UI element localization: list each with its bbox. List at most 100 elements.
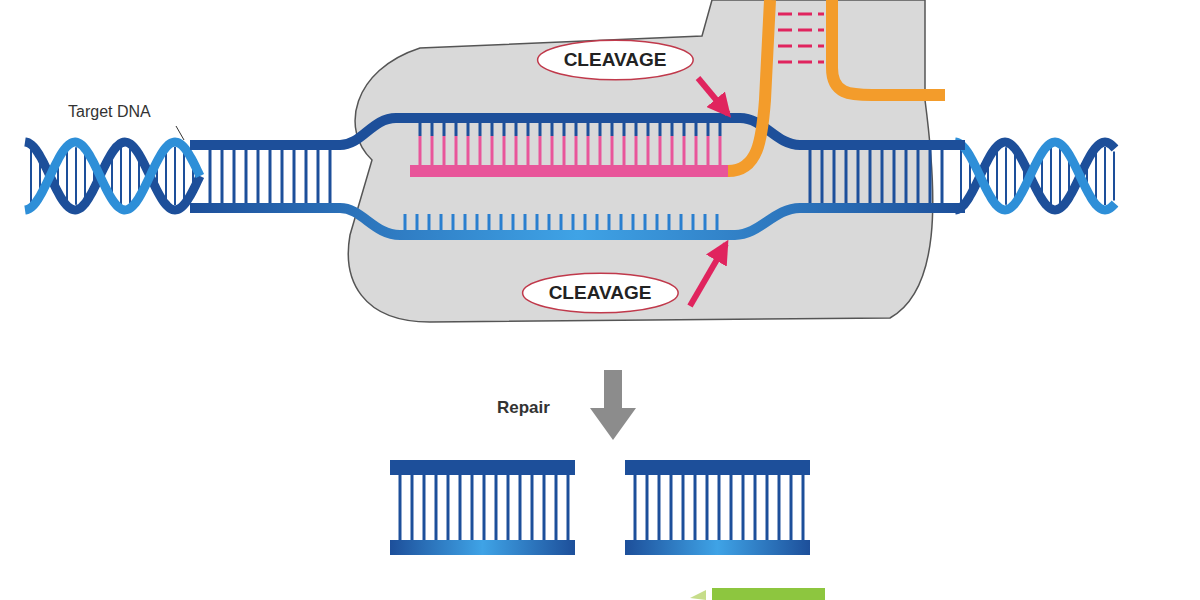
scaffold-pair bbox=[778, 13, 824, 16]
base-pair bbox=[174, 147, 176, 205]
base-pair bbox=[515, 136, 518, 166]
scaffold-pair bbox=[778, 29, 824, 32]
base-pair bbox=[742, 474, 745, 541]
base-pair bbox=[527, 136, 530, 166]
base-pair bbox=[869, 148, 872, 205]
cleavage-arrow bbox=[698, 78, 728, 114]
base-pair bbox=[802, 474, 805, 541]
base-pair bbox=[129, 149, 131, 204]
green-box bbox=[712, 588, 825, 600]
base-pair bbox=[833, 148, 836, 205]
scaffold-pairs bbox=[778, 14, 824, 62]
base-pair bbox=[245, 148, 248, 205]
base-pair bbox=[790, 474, 793, 541]
guide-rna-scaffold bbox=[832, 0, 945, 95]
base-pair bbox=[881, 148, 884, 205]
base-pair bbox=[1059, 149, 1061, 204]
base-pair bbox=[459, 474, 462, 541]
base-pair bbox=[646, 474, 649, 541]
base-pair bbox=[670, 474, 673, 541]
dna-fragment-strand bbox=[625, 460, 810, 475]
base-pair bbox=[75, 147, 77, 205]
base-pair bbox=[555, 474, 558, 541]
scaffold-pair bbox=[778, 61, 824, 64]
ellipse bbox=[522, 273, 678, 312]
green-arrow bbox=[690, 590, 706, 600]
node-text: CLEAVAGE bbox=[564, 49, 667, 71]
base-pair bbox=[599, 136, 602, 166]
base-pair bbox=[634, 474, 637, 541]
base-pair bbox=[707, 136, 710, 166]
guide-rna bbox=[410, 165, 730, 177]
base-pair bbox=[694, 474, 697, 541]
base-pair bbox=[543, 474, 546, 541]
base-pair bbox=[778, 474, 781, 541]
base-pair bbox=[1113, 152, 1115, 201]
base-pair bbox=[766, 474, 769, 541]
base-pair bbox=[659, 136, 662, 166]
helix-strand bbox=[955, 142, 1115, 210]
base-pair bbox=[647, 136, 650, 166]
helix-strand bbox=[955, 142, 1115, 210]
base-pair bbox=[305, 148, 308, 205]
base-pairs bbox=[210, 120, 942, 233]
base-pair bbox=[455, 136, 458, 166]
base-pair bbox=[1104, 147, 1106, 205]
base-pair bbox=[30, 149, 32, 203]
base-pair bbox=[165, 152, 167, 201]
base-pair bbox=[281, 148, 284, 205]
base-pair bbox=[941, 148, 944, 205]
base-pair bbox=[809, 148, 812, 205]
base-pair bbox=[329, 148, 332, 205]
base-pair bbox=[491, 136, 494, 166]
dna-fragments bbox=[390, 460, 810, 555]
cleavage-label: CLEAVAGE bbox=[536, 39, 695, 81]
cas9-protein bbox=[348, 0, 933, 322]
base-pair bbox=[905, 148, 908, 205]
base-pair bbox=[423, 474, 426, 541]
base-pair bbox=[635, 136, 638, 166]
base-pair bbox=[503, 136, 506, 166]
base-pair bbox=[66, 151, 68, 202]
base-pair bbox=[479, 136, 482, 166]
base-pair bbox=[1005, 147, 1007, 205]
dna-bottom-strand bbox=[190, 208, 965, 235]
base-pair bbox=[917, 148, 920, 205]
scaffold-pair bbox=[778, 45, 824, 48]
guide-rna-scaffold bbox=[728, 0, 770, 171]
base-pair bbox=[671, 136, 674, 166]
base-pair bbox=[587, 136, 590, 166]
base-pair bbox=[183, 152, 185, 201]
base-pair bbox=[960, 149, 962, 203]
base-pair bbox=[821, 148, 824, 205]
base-pair bbox=[1050, 148, 1052, 204]
base-pair bbox=[706, 474, 709, 541]
base-pair bbox=[845, 148, 848, 205]
dna-helix-right bbox=[955, 142, 1115, 210]
base-pair bbox=[929, 148, 932, 205]
base-pair bbox=[419, 136, 422, 166]
dna-helix-left bbox=[25, 142, 200, 210]
base-pair bbox=[399, 474, 402, 541]
base-pair bbox=[443, 136, 446, 166]
base-pair bbox=[84, 153, 86, 200]
base-pair bbox=[233, 148, 236, 205]
base-pair bbox=[695, 136, 698, 166]
base-pair bbox=[467, 136, 470, 166]
base-pair bbox=[551, 136, 554, 166]
ellipse bbox=[537, 40, 693, 79]
base-pair bbox=[293, 148, 296, 205]
base-pair bbox=[447, 474, 450, 541]
base-pair bbox=[682, 474, 685, 541]
base-pair bbox=[658, 474, 661, 541]
cleavage-arrow bbox=[690, 244, 726, 306]
cleavage-label: CLEAVAGE bbox=[521, 272, 680, 314]
base-pair bbox=[120, 148, 122, 204]
base-pair bbox=[495, 474, 498, 541]
base-pair bbox=[683, 136, 686, 166]
base-pair bbox=[209, 148, 212, 205]
base-pair bbox=[435, 474, 438, 541]
base-pair bbox=[519, 474, 522, 541]
repair-arrow bbox=[590, 370, 636, 440]
